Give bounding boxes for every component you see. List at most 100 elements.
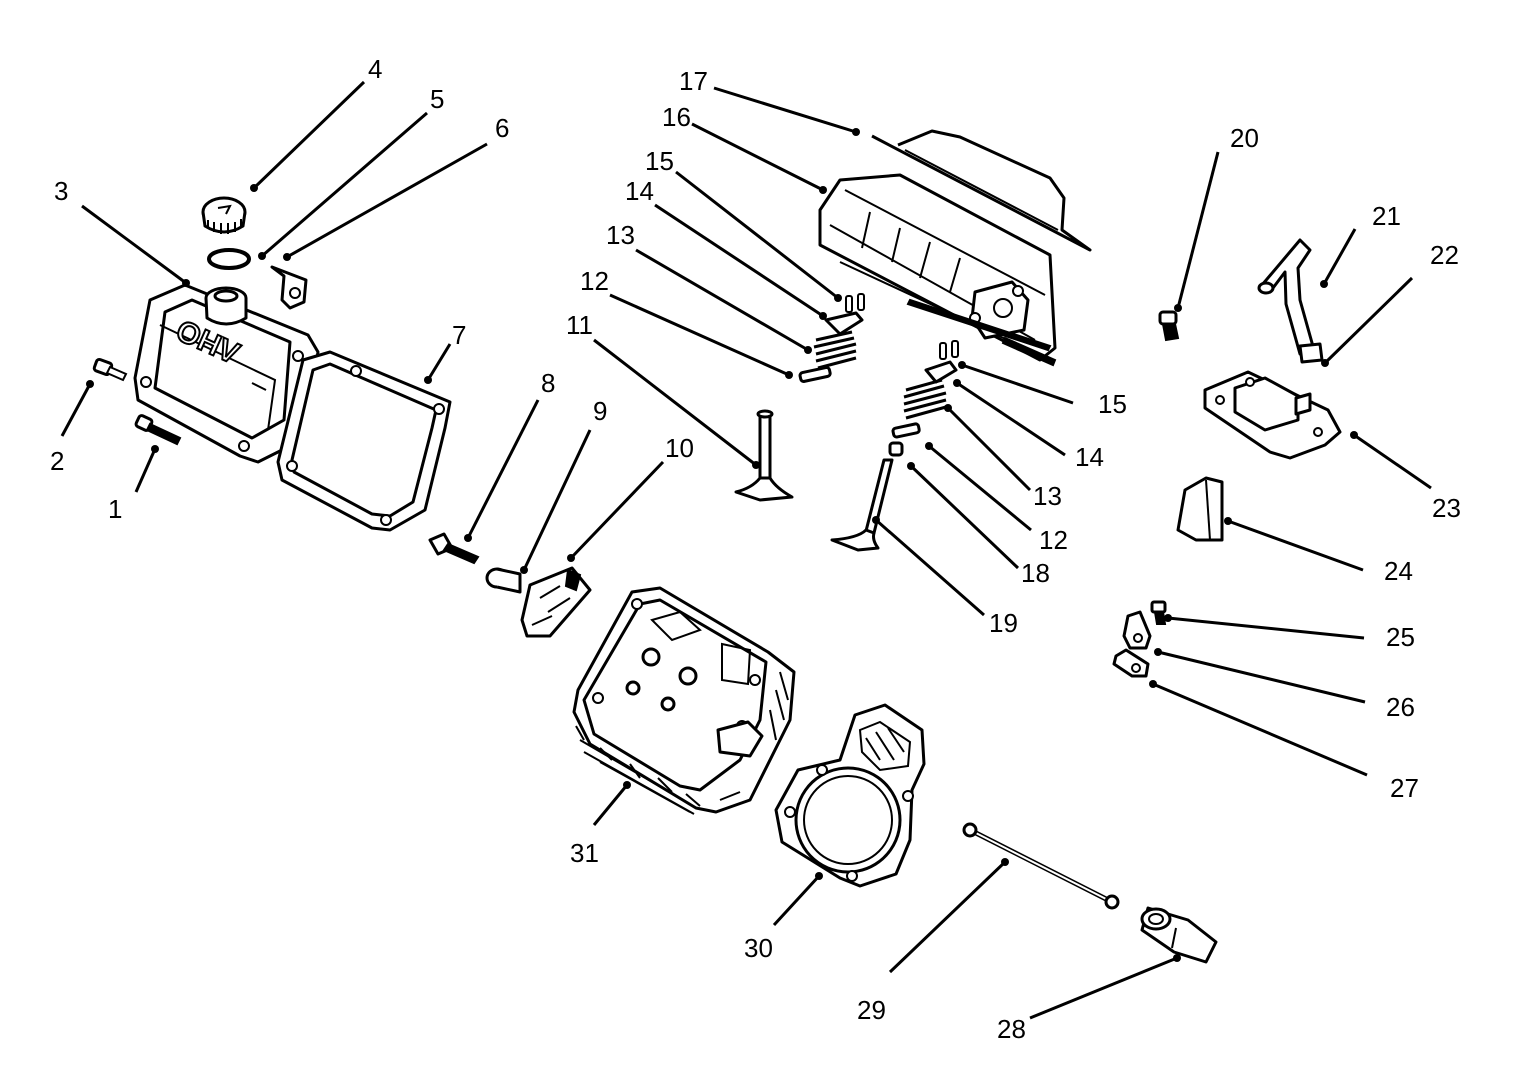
callout-label-c7: 7 bbox=[452, 320, 466, 350]
callout-label-c15a: 15 bbox=[645, 146, 674, 176]
leader-line-c16 bbox=[691, 122, 824, 192]
part-screw-small bbox=[1150, 600, 1167, 625]
leader-dot-c26 bbox=[1154, 648, 1162, 656]
leader-dot-c14b bbox=[953, 379, 961, 387]
part-o-ring bbox=[207, 248, 251, 270]
part-pivot bbox=[485, 567, 522, 594]
part-rocker-stud bbox=[428, 532, 480, 565]
leader-dot-c4 bbox=[250, 184, 258, 192]
leader-dot-c15b bbox=[958, 361, 966, 369]
leader-dot-c12a bbox=[785, 371, 793, 379]
callout-label-c13b: 13 bbox=[1033, 481, 1062, 511]
part-collets-right bbox=[939, 340, 959, 360]
leader-line-c14a bbox=[654, 203, 824, 318]
callout-label-c4: 4 bbox=[368, 54, 382, 84]
callout-label-c29: 29 bbox=[857, 995, 886, 1025]
callout-label-c31: 31 bbox=[570, 838, 599, 868]
part-keeper-left bbox=[798, 366, 832, 383]
leader-line-c20 bbox=[1176, 151, 1220, 309]
part-valve-right bbox=[830, 458, 894, 552]
leader-line-c2 bbox=[60, 383, 92, 437]
callout-labels: 1234567891011121314151617151413121819202… bbox=[50, 54, 1461, 1044]
callout-label-c26: 26 bbox=[1386, 692, 1415, 722]
callout-label-c14a: 14 bbox=[625, 176, 654, 206]
leader-dot-c6 bbox=[283, 253, 291, 261]
callout-label-c25: 25 bbox=[1386, 622, 1415, 652]
callout-label-c10: 10 bbox=[665, 433, 694, 463]
leader-dot-c19 bbox=[872, 516, 880, 524]
leader-dot-c27 bbox=[1149, 680, 1157, 688]
part-rocker-cover-top bbox=[871, 129, 1092, 252]
leader-dot-c10 bbox=[567, 554, 575, 562]
callout-label-c16: 16 bbox=[662, 102, 691, 132]
leader-line-c23 bbox=[1353, 433, 1432, 490]
leader-dot-c9 bbox=[520, 566, 528, 574]
callout-label-c1: 1 bbox=[108, 494, 122, 524]
part-tappet bbox=[1140, 906, 1218, 964]
leader-dot-c17 bbox=[852, 128, 860, 136]
leader-dot-c13a bbox=[804, 346, 812, 354]
part-cover-gasket bbox=[276, 350, 452, 532]
part-breather-filter bbox=[1176, 476, 1224, 542]
leader-line-c6 bbox=[286, 142, 488, 259]
leader-line-c24 bbox=[1227, 519, 1364, 572]
part-retainer-left bbox=[824, 311, 864, 336]
leader-line-c29 bbox=[888, 860, 1007, 974]
part-head-gasket bbox=[774, 703, 926, 888]
callout-label-c2: 2 bbox=[50, 446, 64, 476]
leader-line-c17 bbox=[713, 86, 857, 134]
part-breather-tube bbox=[1257, 238, 1316, 356]
leader-line-c25 bbox=[1167, 616, 1365, 640]
leader-dot-c14a bbox=[819, 312, 827, 320]
leader-line-c1 bbox=[134, 448, 157, 493]
part-rocker-arm bbox=[520, 566, 592, 638]
leader-dot-c2 bbox=[86, 380, 94, 388]
leader-dot-c11 bbox=[752, 461, 760, 469]
callout-label-c9: 9 bbox=[593, 396, 607, 426]
leader-line-c18 bbox=[909, 464, 1020, 570]
callout-label-c21: 21 bbox=[1372, 201, 1401, 231]
callout-label-c19: 19 bbox=[989, 608, 1018, 638]
leader-dot-c25 bbox=[1164, 614, 1172, 622]
part-oil-fill-cap bbox=[201, 196, 247, 234]
leader-line-c12a bbox=[609, 293, 790, 377]
part-retainer-right bbox=[924, 360, 958, 384]
part-cylinder-head bbox=[572, 586, 796, 815]
callout-label-c3: 3 bbox=[54, 176, 68, 206]
leader-dot-c21 bbox=[1320, 280, 1328, 288]
leader-line-c9 bbox=[522, 429, 592, 571]
leader-line-c15a bbox=[675, 170, 839, 300]
leader-dot-c30 bbox=[815, 872, 823, 880]
leader-line-c31 bbox=[592, 784, 629, 826]
callout-label-c12b: 12 bbox=[1039, 525, 1068, 555]
leader-line-c8 bbox=[466, 399, 540, 539]
leader-line-c5 bbox=[261, 111, 428, 258]
part-breather-bolt bbox=[1158, 310, 1180, 342]
leader-line-c28 bbox=[1029, 956, 1178, 1020]
part-clip bbox=[1122, 610, 1152, 650]
callout-label-c8: 8 bbox=[541, 368, 555, 398]
leader-dot-c28 bbox=[1173, 954, 1181, 962]
leader-dot-c22 bbox=[1321, 359, 1329, 367]
part-bolt-long bbox=[134, 414, 182, 446]
leader-line-c15b bbox=[961, 363, 1074, 405]
callout-label-c5: 5 bbox=[430, 84, 444, 114]
leader-line-c13a bbox=[635, 248, 809, 352]
leader-dot-c18 bbox=[907, 462, 915, 470]
part-valve-seal bbox=[888, 441, 904, 457]
part-breather-cover bbox=[1203, 370, 1342, 460]
leader-line-c10 bbox=[569, 460, 665, 560]
callout-label-c28: 28 bbox=[997, 1014, 1026, 1044]
leader-dot-c20 bbox=[1174, 304, 1182, 312]
leader-dot-c12b bbox=[925, 442, 933, 450]
leader-dot-c15a bbox=[834, 294, 842, 302]
leader-dot-c8 bbox=[464, 534, 472, 542]
leader-dot-c16 bbox=[819, 186, 827, 194]
part-keeper-right bbox=[891, 422, 921, 439]
leader-dot-c5 bbox=[258, 252, 266, 260]
part-valve-left bbox=[734, 409, 794, 502]
part-spring-left bbox=[813, 330, 857, 370]
leader-line-c12b bbox=[928, 444, 1032, 532]
